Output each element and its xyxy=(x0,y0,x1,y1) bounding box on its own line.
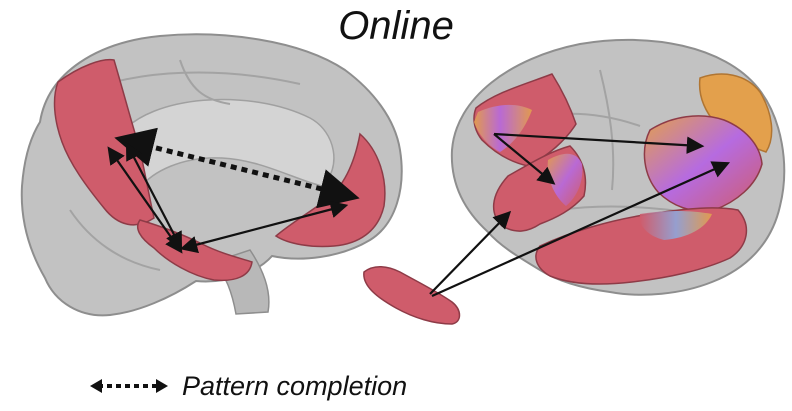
hippocampus-region xyxy=(364,267,460,324)
connection-arrow xyxy=(430,214,508,294)
legend: Pattern completion xyxy=(90,366,407,406)
dotted-double-arrow-icon xyxy=(90,376,168,396)
legend-label: Pattern completion xyxy=(182,371,407,402)
medial-hemisphere xyxy=(22,34,402,315)
lateral-hemisphere xyxy=(364,40,784,324)
